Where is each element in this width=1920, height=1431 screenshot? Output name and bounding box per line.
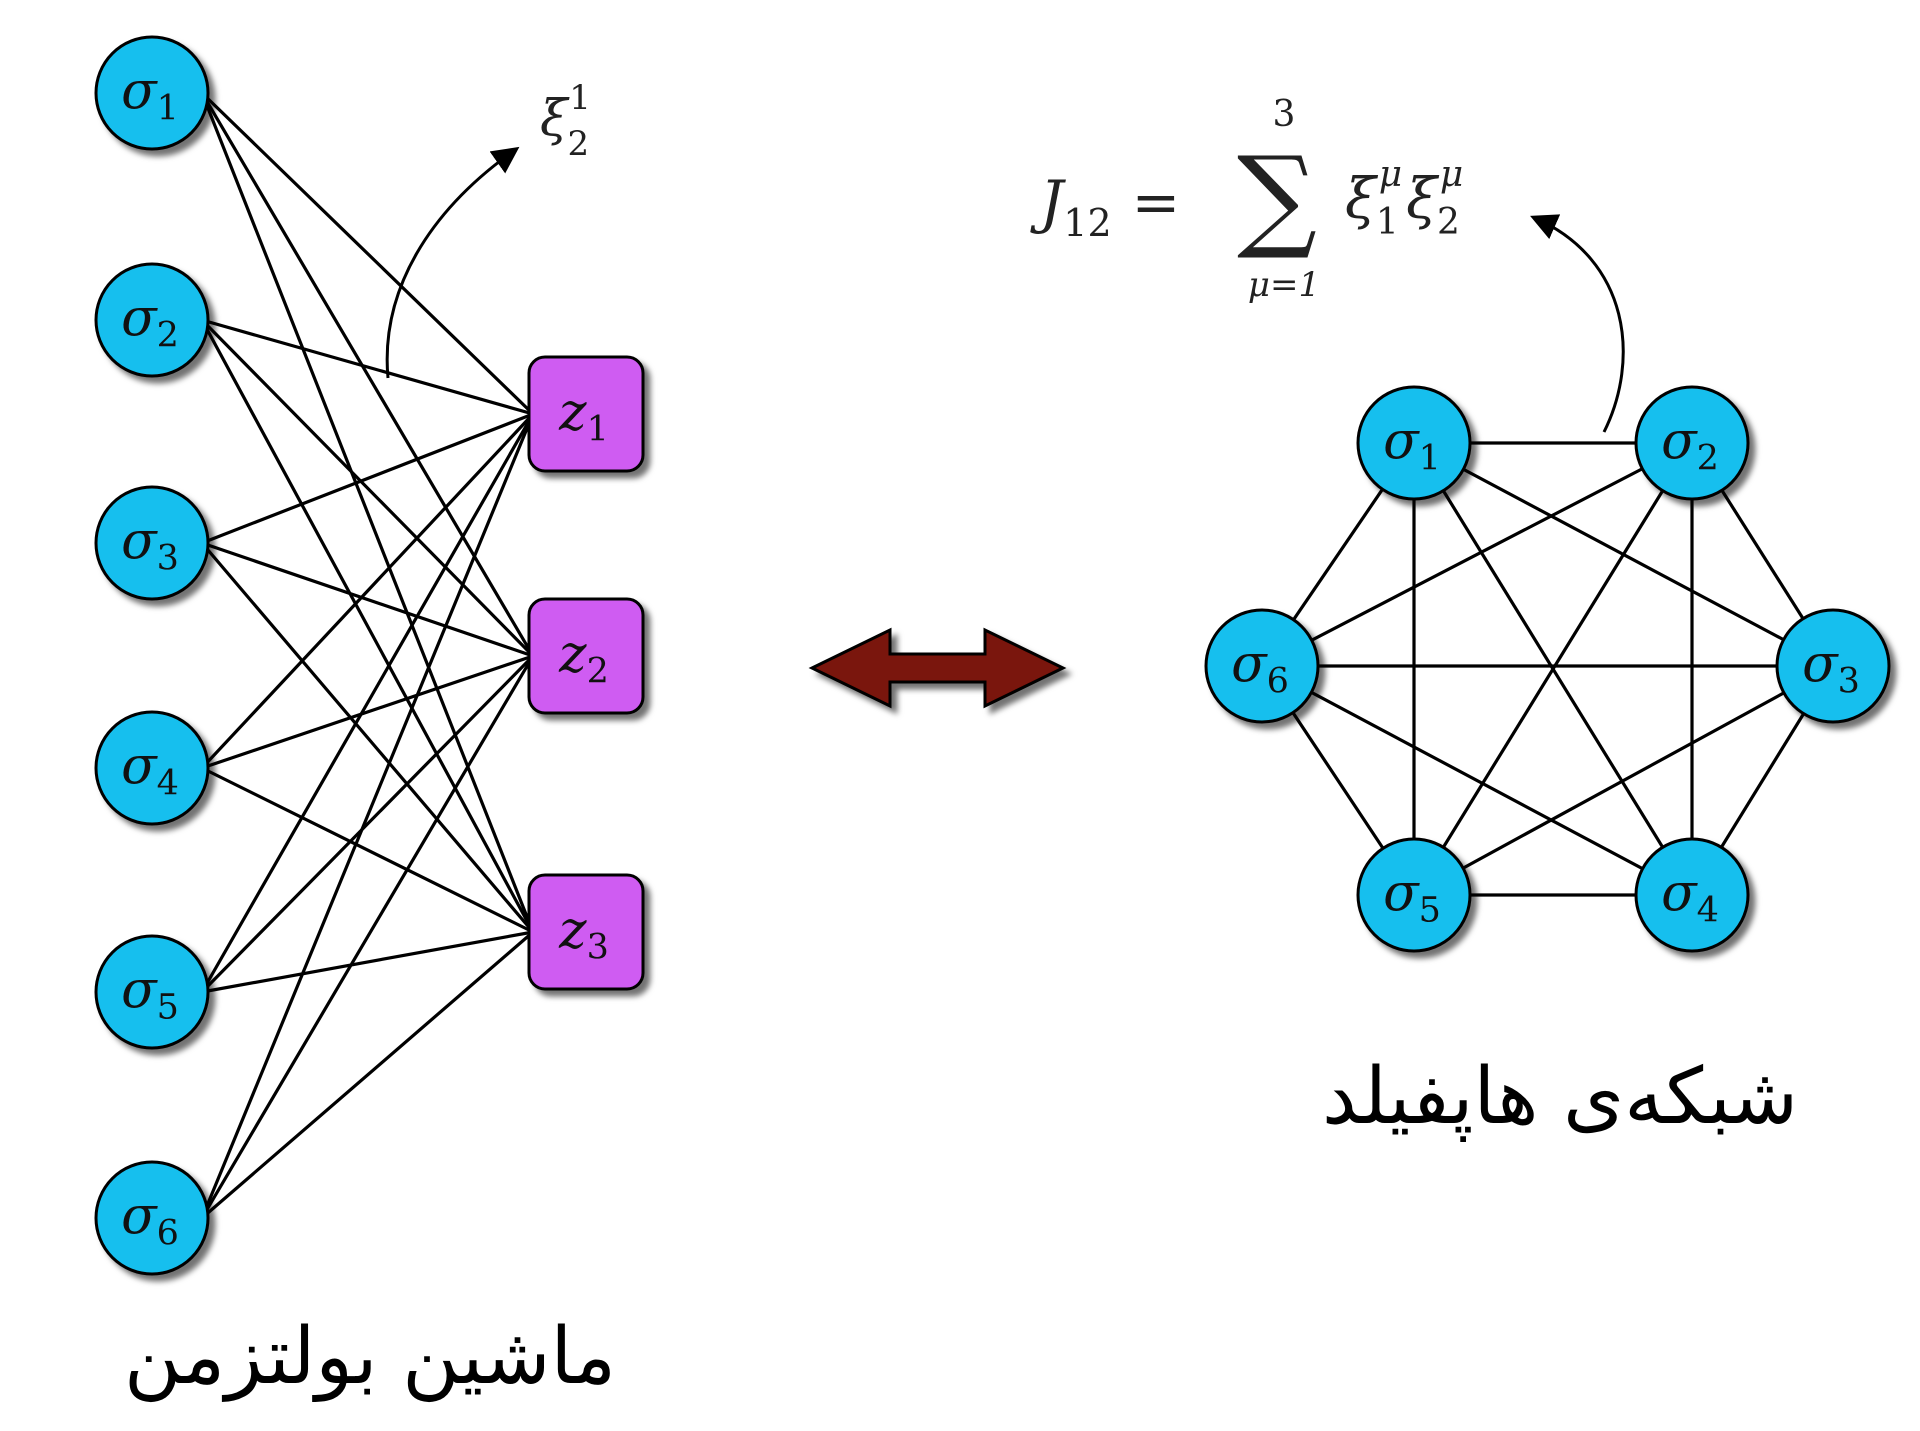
term2-symbol: ξ xyxy=(1406,167,1440,232)
hopfield-edge-2-5 xyxy=(1412,442,1694,896)
boltzmann-edges xyxy=(200,91,535,1220)
hopfield-edge-3-5 xyxy=(1413,664,1834,897)
hopfield-units: σ1 σ2 σ3 σ4 σ5 σ6 xyxy=(1204,385,1891,953)
hopfield-unit-label-4: σ4 xyxy=(1661,864,1719,931)
visible-unit-6 xyxy=(94,1160,210,1276)
boltzmann-edge-σ2-z1 xyxy=(201,318,534,416)
hidden-unit-1 xyxy=(527,355,645,473)
visible-unit-label-3: σ3 xyxy=(121,512,179,579)
hopfield-edge-4-6 xyxy=(1261,664,1693,897)
visible-unit-label-1: σ1 xyxy=(121,62,179,129)
visible-unit-5 xyxy=(94,934,210,1050)
boltzmann-edge-σ1-z2 xyxy=(200,92,535,657)
hopfield-edges xyxy=(1260,441,1835,897)
hopfield-unit-6 xyxy=(1204,608,1320,724)
boltzmann-machine: σ1 σ2 σ3 σ4 σ5 σ6 z1 z2 z3 ξ2 1 xyxy=(94,35,645,1276)
boltzmann-edge-σ1-z1 xyxy=(200,91,535,416)
boltzmann-edge-σ4-z2 xyxy=(201,654,534,770)
hidden-unit-2 xyxy=(527,597,645,715)
sum-symbol: ∑ xyxy=(1237,133,1317,263)
visible-unit-label-2: σ2 xyxy=(121,289,179,356)
term1-subscript: 1 xyxy=(1376,202,1399,243)
hopfield-unit-label-1: σ1 xyxy=(1383,412,1441,479)
hopfield-unit-4 xyxy=(1634,837,1750,953)
boltzmann-edge-σ1-z3 xyxy=(200,92,535,933)
boltzmann-edge-σ5-z1 xyxy=(200,413,535,993)
visible-unit-2 xyxy=(94,262,210,378)
term2-subscript: 2 xyxy=(1437,202,1460,243)
sum-lower-limit: μ=1 xyxy=(1248,265,1320,305)
hopfield-network-caption: شبکه‌ی هاپفیلد xyxy=(1322,1052,1798,1142)
hidden-unit-label-1: z1 xyxy=(558,383,609,450)
boltzmann-edge-σ5-z2 xyxy=(200,654,535,994)
coupling-formula: J12= ∑ 3 μ=1 ξ1μξ2μ xyxy=(1030,94,1463,305)
hopfield-unit-2 xyxy=(1634,385,1750,501)
coupling-equals: = xyxy=(1132,168,1181,236)
hidden-unit-3 xyxy=(527,873,645,991)
boltzmann-edge-σ2-z2 xyxy=(200,318,535,658)
term2-superscript: μ xyxy=(1440,154,1463,195)
coupling-lhs: J xyxy=(1030,168,1066,236)
svg-text:J12=: J12 = xyxy=(1030,168,1180,245)
weight-symbol: ξ xyxy=(540,89,570,147)
boltzmann-edge-σ3-z2 xyxy=(201,541,534,658)
coupling-annotation-arrow xyxy=(1530,214,1625,433)
boltzmann-edge-σ6-z2 xyxy=(200,655,535,1219)
hopfield-unit-label-2: σ2 xyxy=(1661,412,1719,479)
boltzmann-edge-σ4-z3 xyxy=(201,766,534,934)
hidden-unit-label-2: z2 xyxy=(558,625,609,692)
boltzmann-edge-σ6-z1 xyxy=(200,413,535,1219)
visible-unit-4 xyxy=(94,710,210,826)
hopfield-edge-2-6 xyxy=(1261,441,1693,668)
boltzmann-edge-σ6-z3 xyxy=(200,930,535,1220)
hopfield-unit-label-5: σ5 xyxy=(1383,864,1441,931)
hidden-unit-label-3: z3 xyxy=(558,901,609,968)
visible-unit-3 xyxy=(94,485,210,601)
coupling-lhs-subscript: 12 xyxy=(1063,201,1111,245)
boltzmann-edge-σ4-z1 xyxy=(200,412,535,770)
hopfield-unit-5 xyxy=(1356,837,1472,953)
boltzmann-edge-σ2-z3 xyxy=(200,319,535,933)
term1-symbol: ξ xyxy=(1345,167,1379,232)
term1-superscript: μ xyxy=(1379,154,1402,195)
sum-upper-limit: 3 xyxy=(1273,94,1296,135)
weight-annotation-label: ξ2 1 xyxy=(540,78,591,164)
hopfield-unit-3 xyxy=(1775,608,1891,724)
boltzmann-visible-units: σ1 σ2 σ3 σ4 σ5 σ6 xyxy=(94,35,210,1276)
visible-unit-label-5: σ5 xyxy=(121,961,179,1028)
visible-unit-label-6: σ6 xyxy=(121,1187,179,1254)
boltzmann-edge-σ3-z1 xyxy=(201,412,534,545)
weight-annotation-arrow xyxy=(385,146,520,379)
weight-subscript: 2 xyxy=(568,124,590,164)
hopfield-unit-label-3: σ3 xyxy=(1802,635,1860,702)
boltzmann-edge-σ3-z3 xyxy=(200,541,535,934)
hopfield-unit-1 xyxy=(1356,385,1472,501)
visible-unit-label-4: σ4 xyxy=(121,737,179,804)
svg-text:ξ1μξ2μ: ξ1μξ2μ xyxy=(1345,154,1463,243)
weight-superscript: 1 xyxy=(569,78,591,118)
equivalence-double-arrow xyxy=(808,627,1067,709)
visible-unit-1 xyxy=(94,35,210,151)
boltzmann-hidden-units: z1 z2 z3 xyxy=(527,355,645,991)
boltzmann-machine-caption: ماشین بولتزمن xyxy=(123,1312,617,1402)
boltzmann-edge-σ5-z3 xyxy=(201,930,534,994)
hopfield-unit-label-6: σ6 xyxy=(1231,635,1289,702)
